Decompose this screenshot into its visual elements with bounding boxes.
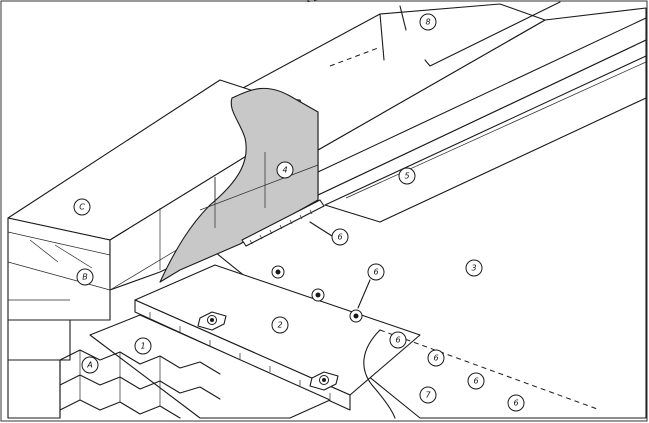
- svg-text:1: 1: [140, 342, 145, 351]
- label-seam-fastener-4: 6: [507, 394, 525, 412]
- label-7: 7: [419, 386, 437, 404]
- svg-text:6: 6: [433, 354, 438, 363]
- svg-text:B: B: [82, 273, 88, 282]
- svg-text:6: 6: [395, 336, 400, 345]
- membrane-fastener-3: [349, 309, 363, 323]
- membrane-fastener-2: [311, 288, 325, 302]
- svg-text:5: 5: [404, 172, 409, 181]
- label-6-bar: 6: [331, 228, 349, 246]
- insulation-plate-1: [197, 311, 227, 331]
- termination-bar: [241, 199, 333, 247]
- svg-text:3: 3: [471, 264, 476, 273]
- label-a: A: [81, 356, 99, 374]
- membrane-flashing: [159, 87, 319, 283]
- insulation-plate-2: [309, 371, 339, 391]
- vapor-layer: [89, 314, 331, 419]
- label-seam-fastener-1: 6: [389, 331, 407, 349]
- label-2: 2: [271, 316, 289, 334]
- svg-text:A: A: [86, 361, 92, 370]
- leader-fastener: [357, 279, 371, 309]
- seam-line: [379, 329, 601, 411]
- svg-text:6: 6: [373, 268, 378, 277]
- svg-text:6: 6: [513, 399, 518, 408]
- svg-text:8: 8: [425, 18, 430, 27]
- label-1: 1: [134, 337, 152, 355]
- label-6-fastener: 6: [367, 263, 385, 281]
- svg-text:6: 6: [337, 233, 342, 242]
- svg-text:6: 6: [473, 377, 478, 386]
- label-seam-fastener-2: 6: [427, 349, 445, 367]
- label-4: 4: [276, 161, 294, 179]
- svg-text:7: 7: [425, 391, 431, 400]
- svg-text:2: 2: [277, 321, 282, 330]
- label-c: C: [73, 198, 91, 216]
- label-8: 8: [419, 13, 437, 31]
- label-b: B: [76, 268, 94, 286]
- steel-deck: [59, 349, 221, 419]
- membrane-edge: [363, 329, 396, 419]
- label-seam-fastener-3: 6: [467, 372, 485, 390]
- membrane-course: [199, 164, 319, 211]
- svg-text:4: 4: [282, 166, 287, 175]
- svg-text:C: C: [79, 203, 85, 212]
- label-3: 3: [465, 259, 483, 277]
- membrane-fastener-1: [271, 265, 285, 279]
- label-5: 5: [398, 167, 416, 185]
